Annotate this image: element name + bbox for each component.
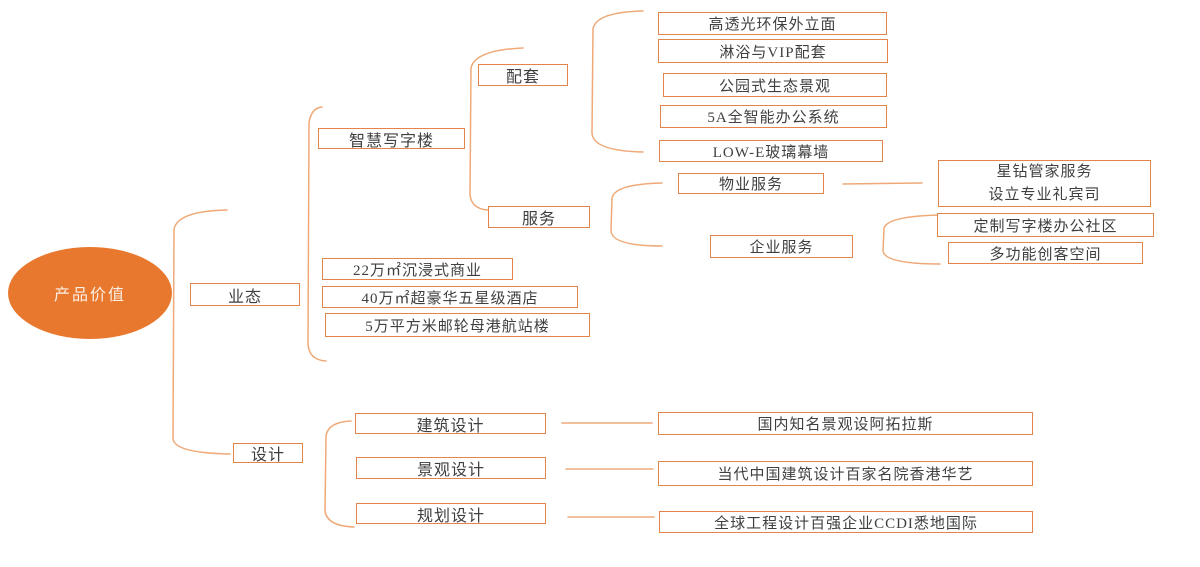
connector-root-bracket	[172, 209, 231, 455]
connector-qiye-children-bracket	[882, 214, 942, 265]
connector-sheji-children-bracket	[324, 420, 355, 528]
node-wuye-fuwu[interactable]: 物业服务	[678, 173, 824, 194]
connector-fuwu-children-bracket	[610, 182, 663, 247]
wuye-detail-line1: 星钻管家服务	[996, 164, 1093, 180]
node-peitao-item-5a[interactable]: 5A全智能办公系统	[660, 105, 887, 128]
node-peitao-item-lowe[interactable]: LOW-E玻璃幕墙	[659, 140, 883, 162]
node-jingguan-sheji[interactable]: 景观设计	[356, 457, 546, 479]
node-peitao[interactable]: 配套	[478, 64, 568, 86]
node-yetai[interactable]: 业态	[190, 283, 300, 306]
node-jingguan-value[interactable]: 当代中国建筑设计百家名院香港华艺	[658, 461, 1033, 486]
node-format-commercial[interactable]: 22万㎡沉浸式商业	[322, 258, 513, 280]
node-peitao-item-park[interactable]: 公园式生态景观	[663, 73, 887, 97]
node-zhihui-xiezilou[interactable]: 智慧写字楼	[318, 128, 465, 150]
node-jianzhu-sheji[interactable]: 建筑设计	[355, 413, 546, 435]
node-fuwu[interactable]: 服务	[488, 206, 590, 228]
root-node-product-value[interactable]: 产品价值	[8, 247, 172, 339]
wuye-detail-line2: 设立专业礼宾司	[988, 186, 1101, 203]
node-peitao-item-facade[interactable]: 高透光环保外立面	[658, 12, 887, 35]
node-format-terminal[interactable]: 5万平方米邮轮母港航站楼	[325, 313, 590, 337]
node-qiye-item-maker[interactable]: 多功能创客空间	[948, 242, 1143, 264]
node-guihua-value[interactable]: 全球工程设计百强企业CCDI悉地国际	[659, 511, 1033, 533]
connector-peitao-children-bracket	[591, 10, 644, 153]
node-format-hotel[interactable]: 40万㎡超豪华五星级酒店	[322, 286, 578, 308]
node-peitao-item-vip[interactable]: 淋浴与VIP配套	[658, 39, 888, 63]
node-qiye-item-community[interactable]: 定制写字楼办公社区	[937, 213, 1154, 237]
node-wuye-detail[interactable]: 星钻管家服务 设立专业礼宾司	[938, 160, 1151, 207]
node-jianzhu-value[interactable]: 国内知名景观设阿拓拉斯	[658, 412, 1033, 435]
node-guihua-sheji[interactable]: 规划设计	[356, 503, 546, 525]
node-sheji[interactable]: 设计	[233, 443, 303, 464]
node-qiye-fuwu[interactable]: 企业服务	[710, 235, 853, 258]
connector-wuye-detail-line	[842, 182, 923, 185]
